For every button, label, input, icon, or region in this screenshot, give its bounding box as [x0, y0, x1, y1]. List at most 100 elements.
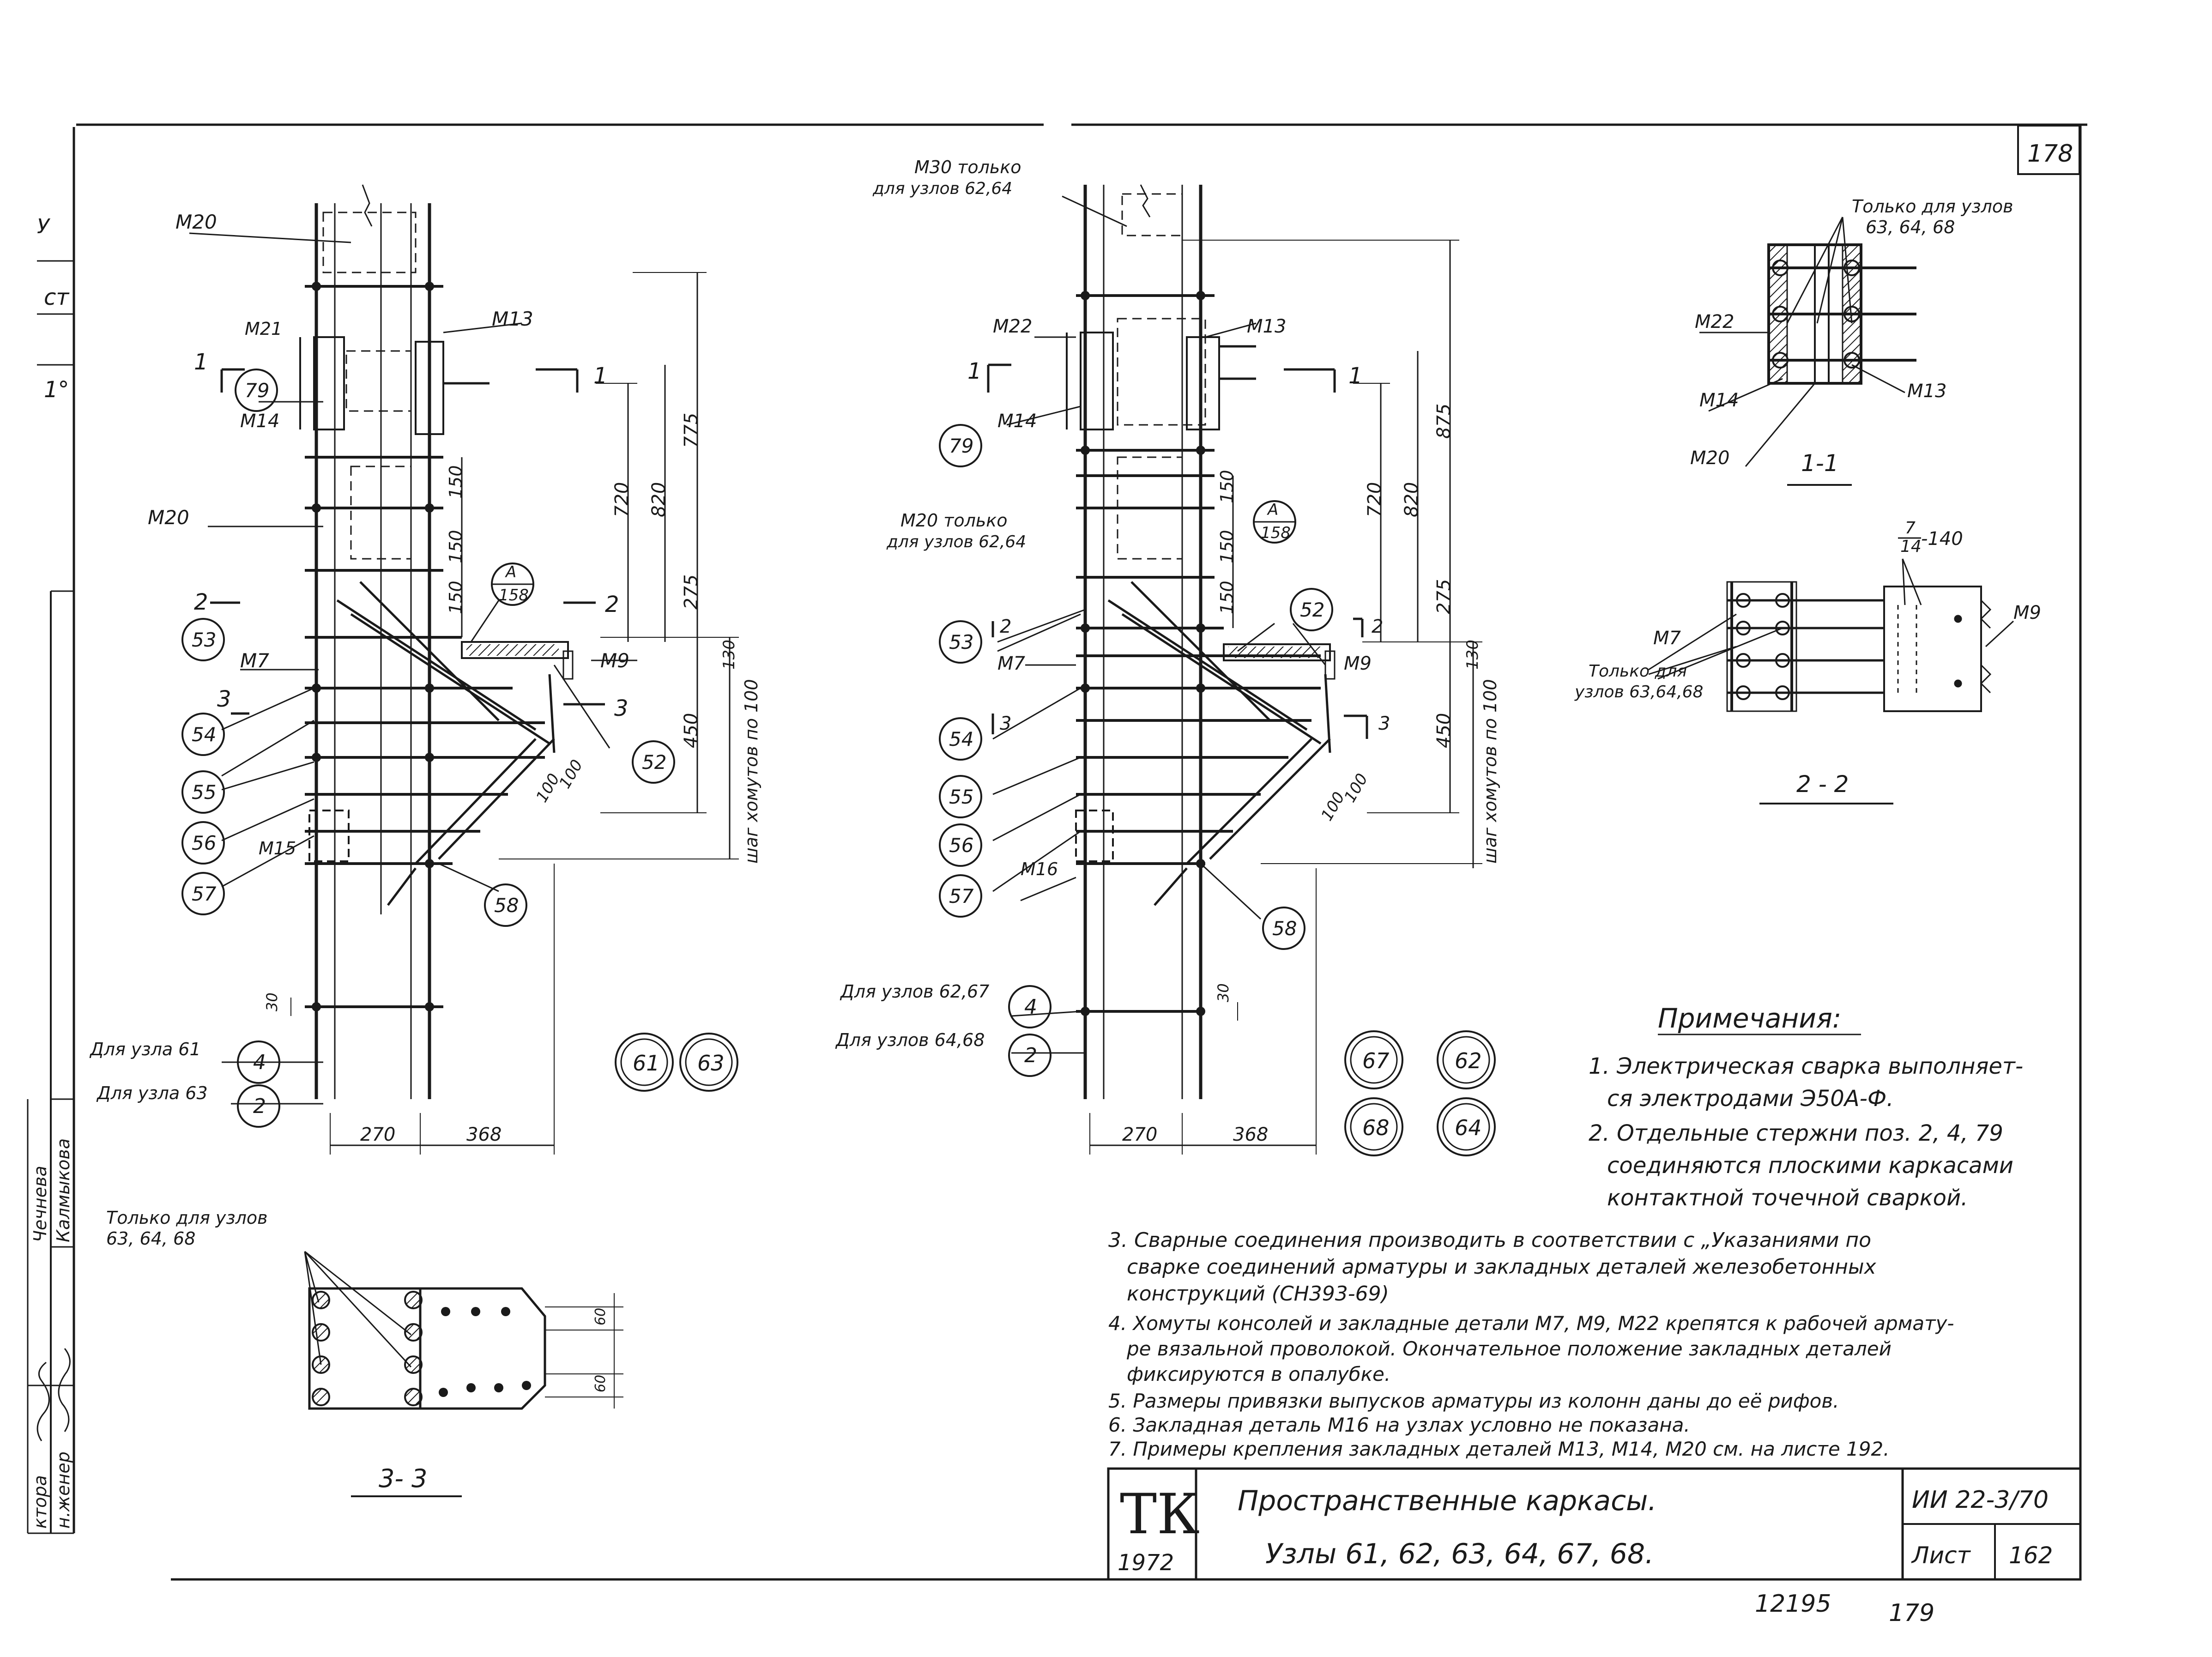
mv-m14: М14 [997, 411, 1037, 432]
mv-bubble-52: 52 [1300, 599, 1324, 621]
lv-node-63-label: Для узла 63 [96, 1083, 208, 1103]
mv-cut-2b: 2 [1372, 616, 1383, 637]
section-1-1-labels: Только для узлов 63, 64, 68 М22 М14 М13 … [1690, 196, 2013, 477]
sheet-number: 162 [2009, 1542, 2053, 1569]
lv-dim-775: 775 [681, 413, 702, 448]
note-1a: 1. Электрическая сварка выполняет- [1589, 1053, 2023, 1079]
series-code: ИИ 22-3/70 [1912, 1486, 2049, 1514]
mv-bubble-4: 4 [1024, 995, 1037, 1019]
s22-note-line1: Только для [1589, 662, 1687, 681]
signature-1 [36, 1361, 50, 1441]
lv-bubble-52: 52 [642, 751, 666, 774]
mv-dim-368: 368 [1233, 1124, 1268, 1145]
note-4b: ре вязальной проволокой. Окончательное п… [1126, 1337, 1892, 1360]
lv-dim-720: 720 [611, 482, 633, 517]
notes-heading: Примечания: [1658, 1003, 1841, 1034]
note-4c: фиксируются в опалубке. [1127, 1363, 1390, 1385]
lv-cut-1a: 1 [194, 349, 208, 375]
mv-m9: М9 [1344, 653, 1372, 674]
mv-bubble-58: 58 [1272, 917, 1297, 940]
lv-dim-270: 270 [360, 1124, 395, 1145]
lv-dim-368: 368 [466, 1124, 502, 1145]
mv-m20-b: для узлов 62,64 [886, 532, 1026, 551]
corner-sheet-number: 178 [2027, 140, 2073, 168]
lv-bubble-57: 57 [192, 883, 217, 905]
s11-title: 1-1 [1801, 450, 1839, 477]
lv-dim-150b: 150 [446, 530, 466, 563]
middle-view-labels: М30 только для узлов 62,64 М22 М13 М14 М… [835, 157, 1500, 1145]
lv-m20-top: М20 [175, 211, 217, 233]
lv-node-61: 61 [633, 1051, 660, 1076]
section-3-3 [304, 1251, 623, 1497]
s33-dim-60b: 60 [592, 1375, 609, 1392]
section-2-2-labels: 7 14 -140 М7 М9 Только для узлов 63,64,6… [1574, 519, 2041, 798]
mv-bubble-55: 55 [949, 786, 973, 808]
signature-2 [58, 1348, 71, 1432]
mv-m20: М20 только [901, 510, 1008, 531]
title-line-1: Пространственные каркасы. [1238, 1485, 1657, 1517]
lv-step-label: шаг хомутов по 100 [741, 679, 762, 864]
lv-m14: М14 [240, 411, 279, 432]
section-2-2 [1648, 558, 2014, 804]
mv-node-64: 64 [1455, 1115, 1482, 1140]
mv-node-6468: Для узлов 64,68 [835, 1030, 985, 1050]
title-block-text: ТК 1972 Пространственные каркасы. Узлы 6… [1118, 1482, 2053, 1576]
sheet-label: Лист [1911, 1542, 1971, 1569]
s11-note-line1: Только для узлов [1852, 196, 2013, 217]
note-2b: соединяются плоскими каркасами [1607, 1153, 2013, 1179]
s22-fraction-suffix: -140 [1921, 528, 1963, 550]
lv-m20-mid: М20 [148, 506, 189, 529]
lv-m9: М9 [600, 649, 629, 672]
lv-cut-2a: 2 [194, 589, 208, 615]
mv-bubble-54: 54 [949, 728, 973, 750]
mv-cut-3b: 3 [1378, 713, 1390, 734]
note-3c: конструкций (СН393-69) [1127, 1282, 1389, 1306]
lv-dim-30: 30 [263, 992, 281, 1011]
title-block [1107, 1467, 2082, 1581]
note-7: 7. Примеры крепления закладных деталей М… [1108, 1438, 1890, 1460]
left-view-labels: М20 М21 М13 М14 М20 М7 М9 М15 1 1 2 2 3 … [89, 211, 762, 1145]
title-line-2: Узлы 61, 62, 63, 64, 67, 68. [1265, 1538, 1654, 1570]
lv-m13: М13 [492, 308, 533, 330]
lv-note-158: 158 [499, 586, 529, 605]
mv-cut-3a: 3 [1000, 713, 1011, 734]
mv-bubble-56: 56 [949, 834, 973, 857]
mv-dim-450: 450 [1433, 713, 1455, 748]
lv-bubble-55: 55 [192, 781, 216, 804]
lv-m7: М7 [240, 649, 269, 672]
lv-bubble-58: 58 [494, 894, 519, 917]
mv-bubble-2: 2 [1024, 1044, 1037, 1067]
s22-fraction-bottom: 14 [1900, 537, 1922, 556]
mv-node-67: 67 [1362, 1048, 1390, 1073]
tk-year: 1972 [1118, 1550, 1174, 1576]
lv-cut-3b: 3 [614, 695, 629, 721]
tk-logo: ТК [1120, 1482, 1200, 1547]
mv-m30: М30 только [914, 157, 1021, 177]
mv-node-6267: Для узлов 62,67 [840, 981, 989, 1002]
lv-bubble-4: 4 [253, 1051, 266, 1074]
mv-m22: М22 [993, 316, 1032, 337]
lv-bubble-79: 79 [245, 379, 269, 402]
lv-dim-820: 820 [648, 482, 670, 517]
section-1-1 [1699, 217, 1916, 486]
mv-dim-720: 720 [1364, 482, 1385, 517]
note-5: 5. Размеры привязки выпусков арматуры из… [1108, 1390, 1839, 1412]
note-2a: 2. Отдельные стержни поз. 2, 4, 79 [1589, 1120, 2003, 1146]
note-4a: 4. Хомуты консолей и закладные детали М7… [1108, 1312, 1954, 1335]
lv-bubble-53: 53 [192, 629, 216, 651]
left-strip-role-1: ктора [30, 1475, 50, 1529]
note-3b: сварке соединений арматуры и закладных д… [1127, 1255, 1877, 1279]
mv-node-68: 68 [1362, 1115, 1390, 1140]
lv-cut-3a: 3 [217, 686, 231, 712]
mv-m7: М7 [997, 653, 1026, 674]
mv-cut-1a: 1 [967, 358, 982, 384]
section-3-3-labels: Только для узлов 63, 64, 68 60 60 3- 3 [106, 1208, 609, 1493]
lv-dim-450: 450 [681, 713, 702, 748]
notes: Примечания: 1. Электрическая сварка выпо… [1108, 1003, 2023, 1460]
mv-dim-30: 30 [1215, 983, 1232, 1002]
mv-m30-b: для узлов 62,64 [872, 179, 1012, 198]
footer-code: 12195 [1755, 1590, 1831, 1618]
lv-note-a: А [505, 563, 516, 581]
mv-note-158: 158 [1261, 524, 1291, 542]
